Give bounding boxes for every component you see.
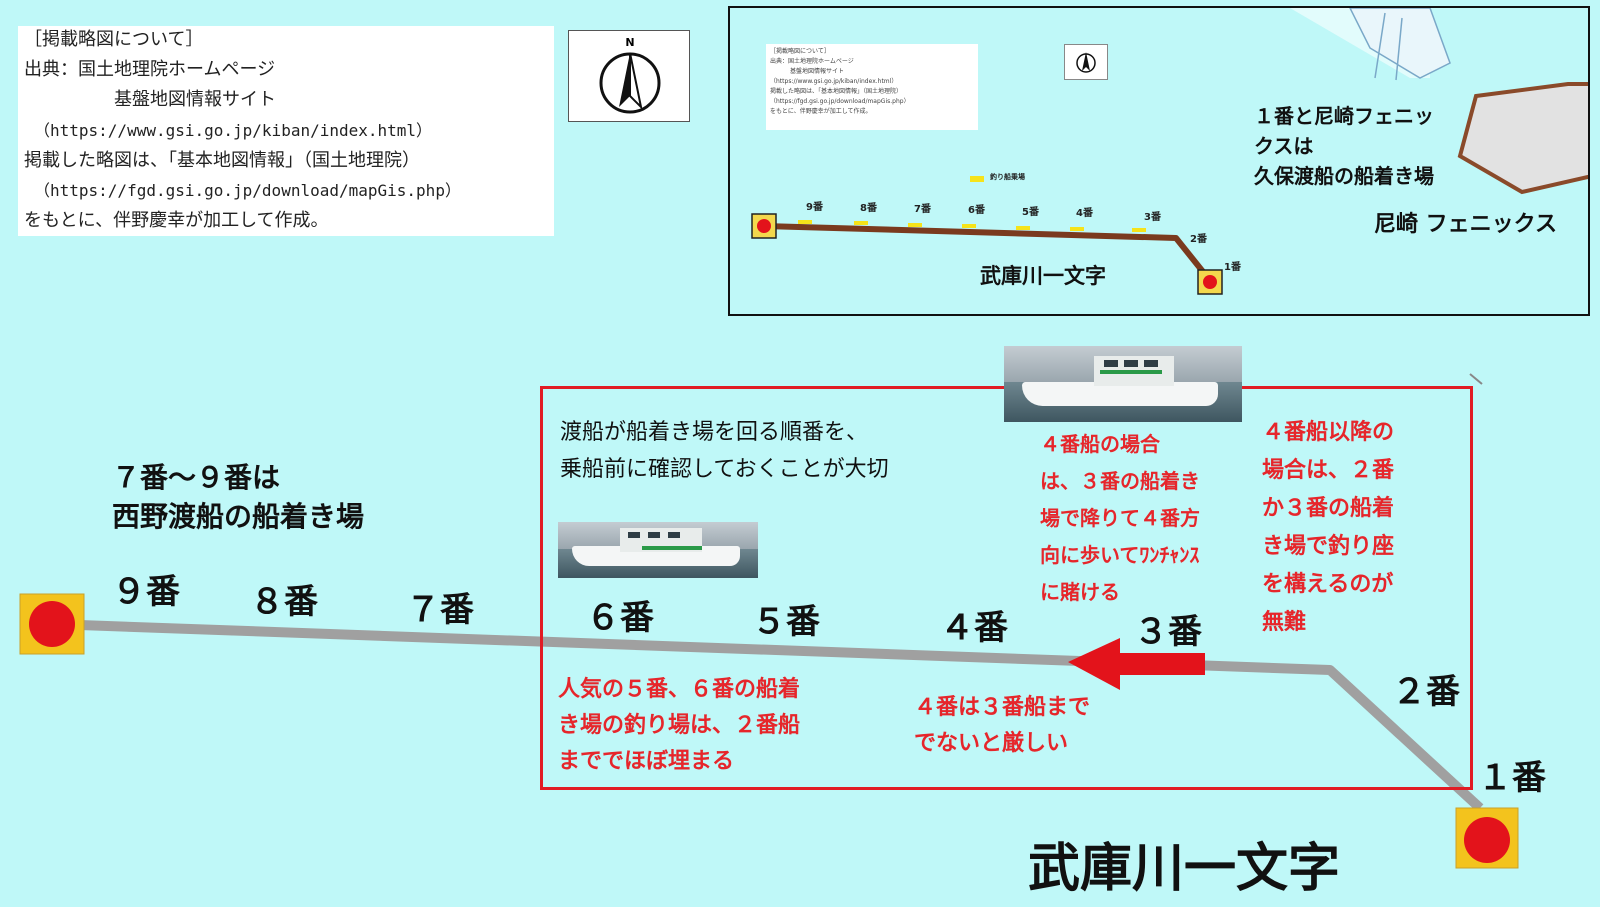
credit-line: をもとに、伴野慶幸が加工して作成。 bbox=[24, 210, 329, 231]
berth-label-2: ２番 bbox=[1392, 672, 1460, 712]
credit-line: ［掲載略図について］ bbox=[24, 29, 204, 50]
inset-map: ［掲載略図について］ 出典：国土地理院ホームページ 基盤地図情報サイト （htt… bbox=[728, 6, 1590, 316]
berth-4-note: ４番は３番船まで でないと厳しい bbox=[914, 695, 1091, 756]
berth-label-7: ７番 bbox=[406, 590, 474, 630]
inset-berth-label: 6番 bbox=[968, 205, 985, 216]
berth-label-1: １番 bbox=[1478, 758, 1546, 798]
inset-map-graphics bbox=[751, 8, 1588, 295]
north-arrow-icon: N bbox=[599, 36, 661, 114]
inset-credit-line: をもとに、伴野慶幸が加工して作成。 bbox=[770, 108, 872, 115]
inset-credit-line: （https://fgd.gsi.go.jp/download/mapGis.p… bbox=[770, 98, 910, 105]
inset-credit-line: 出典：国土地理院ホームページ bbox=[770, 58, 854, 65]
boat-4-note: ４番船の場合 は、３番の船着き 場で降りて４番方 向に歩いてﾜﾝﾁｬﾝｽ に賭け… bbox=[1040, 432, 1200, 604]
inset-berth-label: 1番 bbox=[1224, 262, 1241, 273]
inset-note-line: 久保渡船の船着き場 bbox=[1254, 164, 1434, 188]
ferry-photo-large bbox=[1004, 346, 1242, 422]
berth-label-3: ３番 bbox=[1134, 612, 1202, 652]
credit-line: （https://fgd.gsi.go.jp/download/mapGis.p… bbox=[34, 181, 461, 200]
inset-north-arrow-icon bbox=[1076, 52, 1096, 73]
map-credit-box: ［掲載略図について］ 出典：国土地理院ホームページ 基盤地図情報サイト （htt… bbox=[18, 26, 554, 236]
inset-marker-1 bbox=[1197, 269, 1223, 295]
breakwater-line bbox=[51, 619, 1484, 812]
inset-breakwater-line bbox=[763, 223, 1211, 280]
inset-marker-9 bbox=[751, 213, 777, 239]
inset-credit-box: ［掲載略図について］ 出典：国土地理院ホームページ 基盤地図情報サイト （htt… bbox=[766, 44, 978, 130]
inset-note-line: １番と尼崎フェニッ bbox=[1254, 104, 1434, 128]
inset-place-name: 尼崎 フェニックス bbox=[1374, 212, 1557, 237]
after-boat-4-note: ４番船以降の 場合は、２番 か３番の船着 き場で釣り座 を構えるのが 無難 bbox=[1262, 420, 1395, 635]
berth-9-marker bbox=[19, 593, 85, 655]
boarding-order-note: 渡船が船着き場を回る順番を、 乗船前に確認しておくことが大切 bbox=[560, 420, 889, 482]
inset-breakwater-name: 武庫川一文字 bbox=[980, 264, 1106, 288]
north-arrow-box: N bbox=[568, 30, 690, 122]
inset-credit-line: 掲載した略図は、「基本地図情報」（国土地理院） bbox=[770, 88, 903, 95]
credit-line: 掲載した略図は、「基本地図情報」（国土地理院） bbox=[24, 150, 420, 171]
inset-north-arrow-box bbox=[1064, 44, 1108, 80]
inset-legend-label: 釣り船乗場 bbox=[990, 173, 1025, 181]
inset-berth-label: 3番 bbox=[1144, 212, 1161, 223]
berth-label-4: ４番 bbox=[940, 608, 1008, 648]
breakwater-title: 武庫川一文字 bbox=[1028, 839, 1341, 899]
inset-credit-line: ［掲載略図について］ bbox=[770, 48, 830, 55]
inset-berth-label: 7番 bbox=[914, 204, 931, 215]
berth-1-marker bbox=[1455, 807, 1519, 869]
inset-berth-dashes bbox=[798, 220, 1146, 232]
berth-label-9: ９番 bbox=[112, 572, 180, 612]
inset-berth-label: 5番 bbox=[1022, 207, 1039, 218]
svg-text:N: N bbox=[625, 36, 634, 49]
inset-credit-line: 基盤地図情報サイト bbox=[790, 68, 845, 75]
inset-credit-line: （https://www.gsi.go.jp/kiban/index.html） bbox=[770, 78, 898, 85]
inset-note-line: クスは bbox=[1254, 134, 1314, 158]
inset-berth-label: 4番 bbox=[1076, 208, 1093, 219]
credit-line: 出典：国土地理院ホームページ bbox=[24, 59, 276, 80]
berth-label-5: ５番 bbox=[752, 602, 820, 642]
credit-line: 基盤地図情報サイト bbox=[114, 89, 276, 110]
berth-label-8: ８番 bbox=[250, 582, 318, 622]
inset-legend-swatch bbox=[970, 176, 984, 182]
inset-berth-label: 2番 bbox=[1190, 234, 1207, 245]
ferry-photo-small bbox=[558, 522, 758, 578]
popular-spots-note: 人気の５番、６番の船着 き場の釣り場は、２番船 まででほぼ埋まる bbox=[558, 677, 801, 774]
berth-label-6: ６番 bbox=[586, 598, 654, 638]
credit-line: （https://www.gsi.go.jp/kiban/index.html） bbox=[34, 121, 433, 140]
nishino-note: ７番～９番は 西野渡船の船着き場 bbox=[112, 461, 365, 533]
direction-arrow bbox=[1068, 638, 1205, 690]
inset-berth-label: 8番 bbox=[860, 203, 877, 214]
inset-berth-label: 9番 bbox=[806, 202, 823, 213]
